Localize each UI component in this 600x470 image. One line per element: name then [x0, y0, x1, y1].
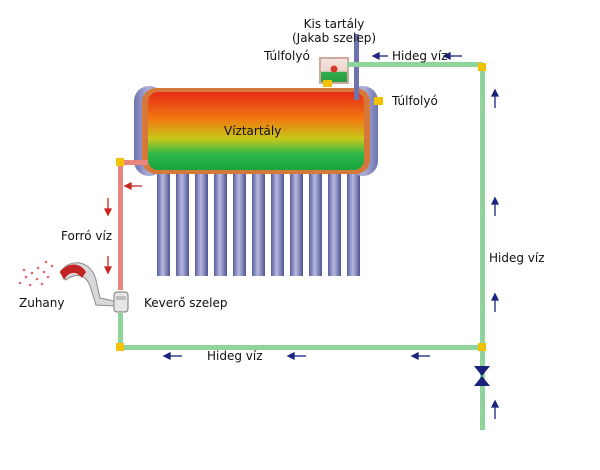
hot-flow-arrows — [103, 181, 142, 275]
vacuum-tube — [290, 170, 303, 276]
pipe-joint — [116, 343, 124, 351]
valve-icon — [474, 366, 490, 386]
pipe-joint — [323, 80, 332, 87]
vacuum-tube — [195, 170, 208, 276]
cold-flow-arrows-bottom — [162, 351, 430, 361]
small-tank-label: Kis tartály (Jakab szelep) — [286, 17, 382, 45]
vacuum-tube — [252, 170, 265, 276]
cold-water-label-right: Hideg víz — [489, 251, 545, 265]
pipe-joints — [116, 63, 486, 351]
vacuum-tube — [271, 170, 284, 276]
water-tank — [134, 86, 378, 176]
water-tank-label: Víztartály — [224, 124, 282, 138]
cold-water-label-top: Hideg víz — [392, 49, 448, 63]
pipe-joint — [116, 158, 124, 166]
small-tank-label-line1: Kis tartály — [303, 17, 365, 31]
small-tank-label-line2: (Jakab szelep) — [291, 31, 377, 45]
vacuum-tube — [176, 170, 189, 276]
pipe-joint — [478, 343, 486, 351]
vacuum-tube — [157, 170, 170, 276]
pipe-joint — [478, 63, 486, 71]
hot-water-pipe — [118, 160, 148, 290]
vacuum-tube — [328, 170, 341, 276]
hot-water-label: Forró víz — [61, 229, 113, 243]
cold-flow-arrows-right — [490, 88, 500, 419]
mixing-valve-icon — [113, 291, 129, 313]
vacuum-tube — [233, 170, 246, 276]
vacuum-tube — [347, 170, 360, 276]
cold-water-pipes — [118, 62, 485, 430]
overflow-label-right: Túlfolyó — [392, 94, 438, 108]
shower-label: Zuhany — [19, 296, 65, 310]
cold-water-label-bottom: Hideg víz — [207, 349, 263, 363]
pipe-joint — [374, 97, 383, 105]
vacuum-tube — [309, 170, 322, 276]
shower-head-icon — [18, 260, 115, 307]
vacuum-tubes — [157, 170, 360, 276]
mixing-valve-label: Keverő szelep — [144, 296, 228, 310]
cold-flow-arrows-top — [371, 51, 462, 61]
vacuum-tube — [214, 170, 227, 276]
overflow-label-left: Túlfolyó — [264, 49, 310, 63]
